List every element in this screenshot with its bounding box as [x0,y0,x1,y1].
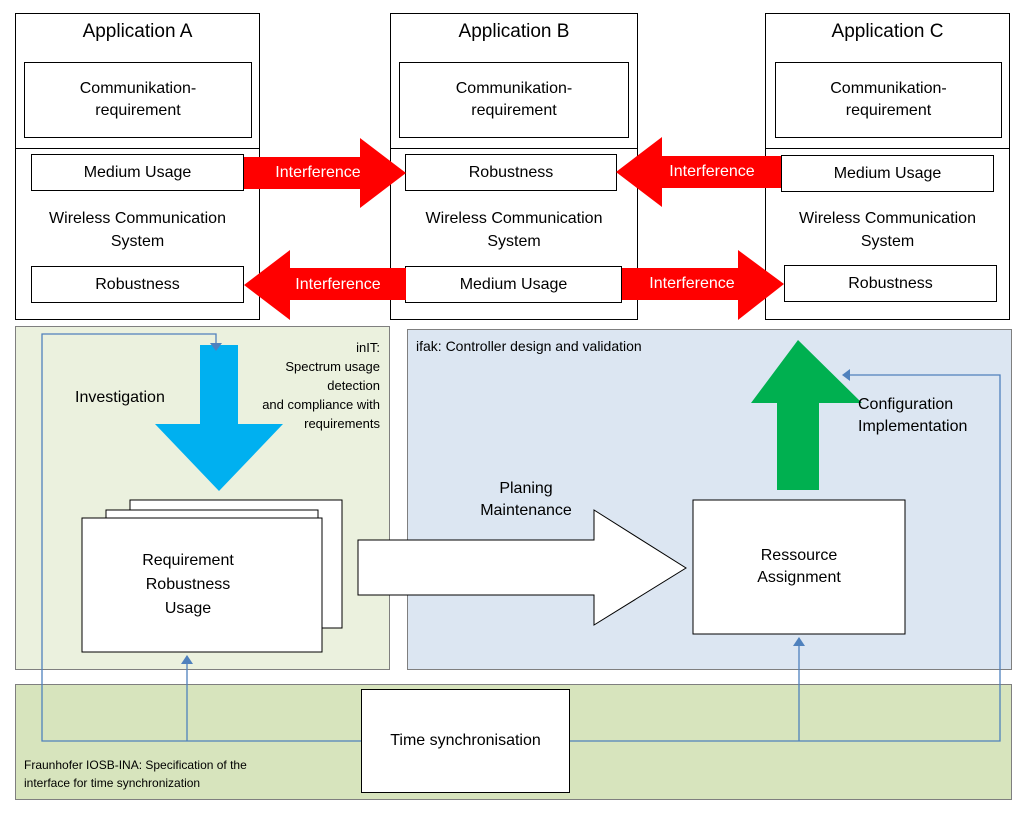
resource-assignment-box [692,499,906,635]
application-a-divider [15,148,260,149]
requirement-stack-page-1 [81,517,323,653]
arrowhead-to-resource [793,637,805,646]
application-c-robustness-box: Robustness [784,265,997,302]
fraunhofer-panel-title: Fraunhofer IOSB-INA: Specification of th… [24,758,247,790]
application-a-system-label: Wireless Communication System [49,210,226,250]
configuration-arrow [751,340,862,490]
investigation-label: Investigation [75,389,165,406]
application-c-medium-usage-box: Medium Usage [781,155,994,192]
planing-label: Planing Maintenance [480,480,572,519]
application-b-divider [390,148,638,149]
interference-label-c-to-b: Interference [669,163,755,180]
interference-label-b-to-a: Interference [295,276,381,293]
configuration-label: Configuration Implementation [858,396,968,435]
application-a-robustness-box: Robustness [31,266,244,303]
application-b-system-label: Wireless Communication System [425,210,603,250]
application-a-title: Application A [82,21,193,42]
investigation-arrow [155,345,283,491]
interference-arrow-c-to-b [616,137,781,207]
planing-arrow [357,509,687,626]
interference-arrow-b-to-a [244,250,406,320]
interference-label-a-to-b: Interference [275,164,361,181]
application-b-medium-usage-box: Medium Usage [405,266,622,303]
resource-assignment-label: Ressource Assignment [757,547,841,586]
interference-arrow-a-to-b [244,138,406,208]
time-synchronisation-box: Time synchronisation [361,689,570,793]
application-c-title: Application C [831,21,944,42]
application-c-system-label: Wireless Communication System [799,210,976,250]
interference-arrow-b-to-c [622,250,784,320]
application-a-medium-usage-box: Medium Usage [31,154,244,191]
application-b-title: Application B [458,21,570,42]
application-c-requirement-box: Communikation- requirement [775,62,1002,138]
interference-label-b-to-c: Interference [649,275,735,292]
application-b-robustness-box: Robustness [405,154,617,191]
connector-left-loop [41,333,361,742]
application-c-divider [765,148,1010,149]
arrowhead-to-configuration [842,369,850,381]
application-a-requirement-box: Communikation- requirement [24,62,252,138]
ifak-panel-title: ifak: Controller design and validation [416,338,642,354]
arrowhead-to-stack [181,655,193,664]
init-panel-title: inIT: Spectrum usage detection and compl… [262,340,380,431]
arrowhead-to-investigation [210,343,222,351]
application-b-requirement-box: Communikation- requirement [399,62,629,138]
connector-right-loop [570,374,1001,742]
requirement-stack-label: Requirement Robustness Usage [142,552,234,617]
